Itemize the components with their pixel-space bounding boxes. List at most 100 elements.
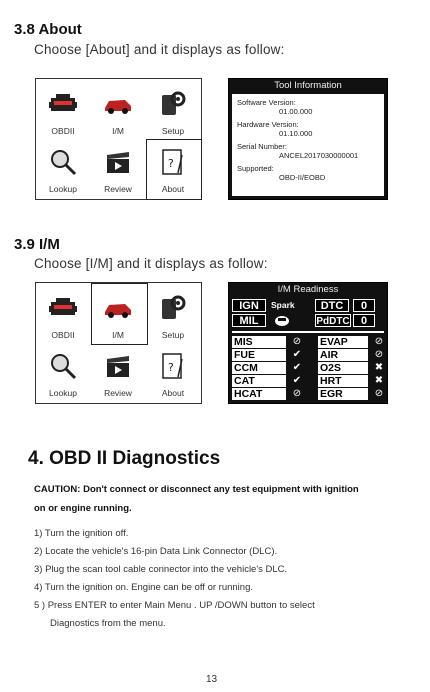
monitor-status-icon: ✖ [374,362,384,373]
monitor-status-icon: ⊘ [292,388,302,399]
monitor-code: HCAT [232,388,286,400]
supported-label: Supported: [237,164,274,173]
dtc-label: DTC [315,299,349,312]
menu-item-lookup[interactable]: Lookup [36,139,90,199]
menu-label-obdii: OBDII [51,330,75,340]
about-document-icon: ? [162,353,183,379]
caution-text-line-1: CAUTION: Don't connect or disconnect any… [34,484,359,495]
readiness-row: MIS ⊘ EVAP ⊘ [232,336,404,348]
monitor-code: EGR [318,388,368,400]
mil-label: MIL [232,314,266,327]
section-intro-im: Choose [I/M] and it displays as follow: [34,256,268,271]
obd-engine-icon [49,94,77,111]
monitor-code: AIR [318,349,368,361]
menu-label-setup: Setup [161,330,185,340]
svg-text:?: ? [168,361,174,374]
software-version-label: Software Version: [237,98,296,107]
monitor-code: O2S [318,362,368,374]
monitor-status-icon: ⊘ [374,388,384,399]
menu-item-about[interactable]: ? About [146,139,200,199]
serial-number-label: Serial Number: [237,142,288,151]
about-document-icon: ? [162,149,183,175]
menu-item-setup[interactable]: Setup [146,81,200,141]
monitor-status-icon: ✔ [292,375,302,386]
menu-item-im[interactable]: I/M [91,81,145,141]
step-1: 1) Turn the ignition off. [34,528,129,539]
menu-item-im[interactable]: I/M [91,285,145,345]
menu-label-review: Review [104,184,132,194]
setup-gear-icon [162,91,186,115]
main-menu-panel-about: OBDII I/M Setup Lookup Review ? About [35,78,202,200]
menu-item-about[interactable]: ? About [146,343,200,403]
im-readiness-title: I/M Readiness [277,284,339,295]
monitor-code: HRT [318,375,368,387]
readiness-row: CAT ✔ HRT ✖ [232,375,404,387]
menu-label-review: Review [104,388,132,398]
menu-label-setup: Setup [161,126,185,136]
step-5-continued: Diagnostics from the menu. [50,618,166,629]
supported-value: OBD-II/EOBD [279,173,326,182]
readiness-row: FUE ✔ AIR ⊘ [232,349,404,361]
car-icon [105,304,131,318]
menu-item-review[interactable]: Review [91,139,145,199]
tool-info-body: Software Version: 01.00.000 Hardware Ver… [232,94,384,196]
pddtc-label: PdDTC [315,314,351,327]
software-version-value: 01.00.000 [279,107,313,116]
menu-item-obdii[interactable]: OBDII [36,81,90,141]
readiness-divider [232,331,384,333]
spark-label: Spark [271,300,295,310]
page-number: 13 [206,674,218,685]
svg-text:?: ? [168,157,174,170]
menu-item-review[interactable]: Review [91,343,145,403]
menu-label-lookup: Lookup [49,388,77,398]
menu-item-setup[interactable]: Setup [146,285,200,345]
monitor-status-icon: ✖ [374,375,384,386]
menu-selection-highlight [146,139,202,200]
mil-lamp-icon [275,316,289,326]
tool-info-title: Tool Information [274,80,342,91]
menu-label-obdii: OBDII [51,126,75,136]
section-heading-im: 3.9 I/M [14,236,60,253]
monitor-code: FUE [232,349,286,361]
review-clapperboard-icon [107,356,129,377]
main-menu-panel-im: OBDII I/M Setup Lookup Review ? About [35,282,202,404]
hardware-version-label: Hardware Version: [237,120,299,129]
menu-label-im: I/M [112,126,124,136]
hardware-version-value: 01.10.000 [279,129,313,138]
setup-gear-icon [162,295,186,319]
section-intro-about: Choose [About] and it displays as follow… [34,42,285,57]
monitor-code: EVAP [318,336,368,348]
monitor-status-icon: ✔ [292,349,302,360]
monitor-status-icon: ⊘ [374,349,384,360]
menu-label-lookup: Lookup [49,184,77,194]
monitor-status-icon: ✔ [292,362,302,373]
obd-engine-icon [49,298,77,315]
section-heading-obd-diagnostics: 4. OBD II Diagnostics [28,448,221,469]
serial-number-value: ANCEL2017030000001 [279,151,359,160]
step-4: 4) Turn the ignition on. Engine can be o… [34,582,254,593]
monitor-code: CAT [232,375,286,387]
caution-text-line-2: on or engine running. [34,503,132,514]
step-5: 5 ) Press ENTER to enter Main Menu . UP … [34,600,315,611]
ign-label: IGN [232,299,266,312]
review-clapperboard-icon [107,152,129,173]
lookup-magnifier-icon [51,150,77,176]
tool-information-screen: Tool Information Software Version: 01.00… [228,78,388,200]
pddtc-count: 0 [353,314,375,327]
readiness-row: CCM ✔ O2S ✖ [232,362,404,374]
menu-label-about: About [161,184,185,194]
monitor-status-icon: ⊘ [292,336,302,347]
readiness-row: HCAT ⊘ EGR ⊘ [232,388,404,400]
monitor-code: MIS [232,336,286,348]
menu-label-im: I/M [112,330,124,340]
monitor-status-icon: ⊘ [374,336,384,347]
step-3: 3) Plug the scan tool cable connector in… [34,564,288,575]
monitor-code: CCM [232,362,286,374]
menu-item-lookup[interactable]: Lookup [36,343,90,403]
menu-label-about: About [161,388,185,398]
menu-selection-highlight [91,283,148,345]
dtc-count: 0 [353,299,375,312]
im-readiness-screen: I/M Readiness IGN Spark DTC 0 MIL PdDTC … [228,282,388,404]
lookup-magnifier-icon [51,354,77,380]
menu-item-obdii[interactable]: OBDII [36,285,90,345]
